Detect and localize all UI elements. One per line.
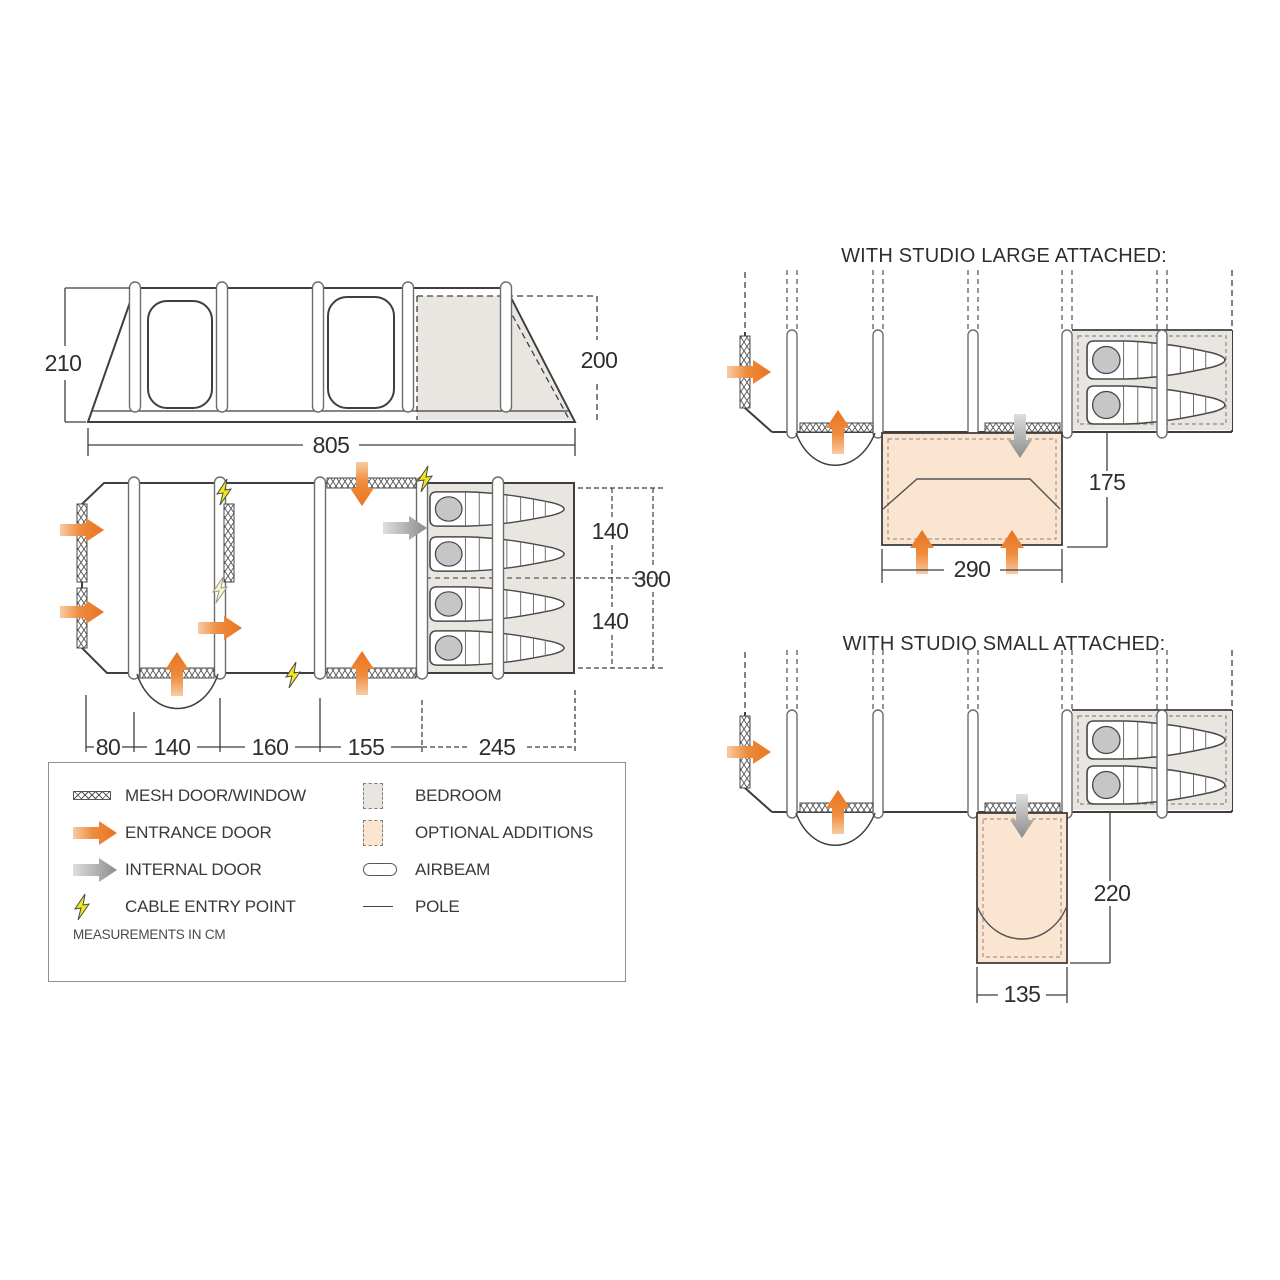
legend-item-pole: POLE (363, 888, 615, 925)
legend-item-mesh: MESH DOOR/WINDOW (73, 777, 363, 814)
mesh-door-window (326, 477, 417, 489)
window-right (327, 296, 395, 409)
airbeam-pill (1061, 709, 1073, 819)
airbeam-pill (415, 476, 429, 680)
canopy-arc (795, 432, 876, 466)
airbeam-pill (311, 281, 325, 413)
airbeams (786, 270, 1168, 439)
studio-window-line (882, 478, 1061, 510)
airbeams (786, 650, 1168, 819)
dim-height-left: 210 (45, 350, 82, 376)
airbeam-pill (872, 709, 884, 819)
measurements-note: MEASUREMENTS IN CM (73, 927, 226, 942)
right-dim-lines (576, 487, 664, 669)
window-left (147, 300, 213, 409)
dim-height-right: 200 (581, 347, 618, 373)
bottom-dim-lines (85, 690, 576, 752)
legend-label: CABLE ENTRY POINT (125, 896, 296, 916)
internal-arrow-icon (73, 857, 125, 882)
legend-box: MESH DOOR/WINDOW ENTRANCE DOOR INTERNAL … (48, 762, 626, 982)
airbeam-pill (499, 281, 513, 413)
studio-dashed-border (887, 438, 1057, 540)
airbeam-pill (401, 281, 415, 413)
dim-220-lines (1070, 812, 1111, 964)
airbeam-icon (363, 863, 415, 876)
dim-studio-large-depth: 175 (1089, 469, 1126, 495)
elevation-airbeams (128, 281, 513, 413)
dim-studio-large-width: 290 (954, 556, 991, 582)
canopy-arc (795, 812, 876, 846)
mesh-door-window (76, 503, 88, 583)
airbeam-pill (313, 476, 327, 680)
dim-210-lines (64, 287, 130, 423)
bedroom-dashed-border (1077, 715, 1227, 805)
dim-bedroom-bottom: 140 (592, 608, 629, 634)
airbeam-pill (786, 329, 798, 439)
dim-studio-small-depth: 220 (1094, 880, 1131, 906)
dim-175-lines (1067, 432, 1108, 548)
mesh-door-window (223, 503, 235, 583)
airbeam-pill (215, 281, 229, 413)
airbeam-pill (1156, 709, 1168, 819)
airbeam-pill (967, 709, 979, 819)
cable-bolt-icon (285, 661, 301, 689)
studio-large-diagram: WITH STUDIO LARGE ATTACHED: (727, 245, 1233, 583)
mesh-door-window (326, 667, 417, 679)
dim-section-4: 155 (348, 734, 385, 760)
bedroom-swatch (363, 782, 415, 809)
side-elevation-diagram: 210 200 805 (45, 281, 618, 458)
legend-item-cable: CABLE ENTRY POINT (73, 888, 363, 925)
legend-label: BEDROOM (415, 785, 502, 805)
studio-window-arc (976, 905, 1068, 940)
airbeam-pill (967, 329, 979, 439)
legend-label: ENTRANCE DOOR (125, 822, 272, 842)
studio-large-heading: WITH STUDIO LARGE ATTACHED: (841, 245, 1167, 267)
legend-item-internal: INTERNAL DOOR (73, 851, 363, 888)
studio-small-diagram: WITH STUDIO SMALL ATTACHED: (727, 633, 1233, 1007)
legend-label: OPTIONAL ADDITIONS (415, 822, 594, 842)
dim-290-lines (881, 549, 1063, 583)
mesh-icon (73, 791, 125, 800)
dim-section-2: 140 (154, 734, 191, 760)
entrance-arrow-icon (73, 820, 125, 845)
cable-bolt-icon (73, 893, 125, 921)
dim-section-1: 80 (96, 734, 121, 760)
legend-item-airbeam: AIRBEAM (363, 851, 615, 888)
legend-item-bedroom: BEDROOM (363, 777, 615, 814)
bedroom-dashed-border (1077, 335, 1227, 425)
legend-item-entrance: ENTRANCE DOOR (73, 814, 363, 851)
legend-label: AIRBEAM (415, 859, 491, 879)
dim-section-3: 160 (252, 734, 289, 760)
airbeam-pill (786, 709, 798, 819)
airbeam-pill (1061, 329, 1073, 439)
legend-label: POLE (415, 896, 460, 916)
canopy-arc (136, 673, 219, 710)
airbeam-pill (1156, 329, 1168, 439)
dim-section-5: 245 (479, 734, 516, 760)
studio-large-area (881, 432, 1063, 546)
airbeam-pill (127, 476, 141, 680)
optional-swatch (363, 819, 415, 846)
dim-total-depth: 300 (634, 566, 671, 592)
airbeam-pill (872, 329, 884, 439)
dim-bedroom-top: 140 (592, 518, 629, 544)
dim-studio-small-width: 135 (1004, 981, 1041, 1007)
dim-805-lines (87, 428, 576, 456)
studio-small-heading: WITH STUDIO SMALL ATTACHED: (843, 633, 1166, 655)
floorplan-diagram: 140 140 300 80 140 160 155 245 (60, 462, 671, 760)
dim-135-lines (976, 967, 1068, 1003)
bedroom-shaded-area (417, 296, 572, 420)
airbeam-pill (491, 476, 505, 680)
legend-label: MESH DOOR/WINDOW (125, 785, 306, 805)
legend-label: INTERNAL DOOR (125, 859, 262, 879)
legend-item-optional: OPTIONAL ADDITIONS (363, 814, 615, 851)
airbeam-pill (128, 281, 142, 413)
studio-small-area (976, 812, 1068, 964)
pole-icon (363, 906, 415, 907)
dim-length: 805 (313, 432, 350, 458)
